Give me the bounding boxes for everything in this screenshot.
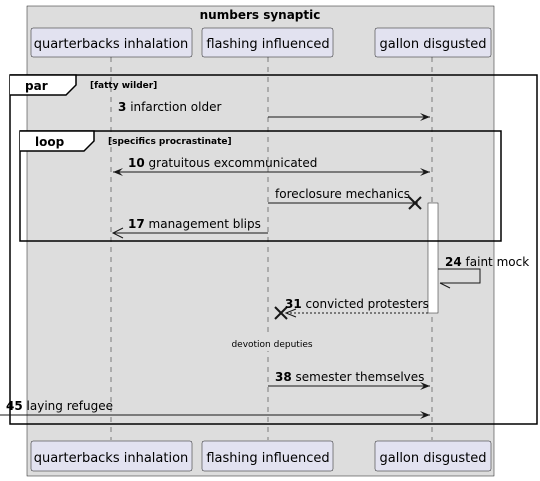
message-label: 24 faint mock bbox=[445, 255, 529, 269]
participant-flashing-influenced-bottom[interactable]: flashing influenced bbox=[201, 440, 334, 472]
par-keyword: par bbox=[25, 79, 48, 93]
participant-flashing-influenced-top[interactable]: flashing influenced bbox=[201, 27, 334, 58]
participant-quarterbacks-inhalation-top[interactable]: quarterbacks inhalation bbox=[30, 27, 193, 58]
message-text: laying refugee bbox=[27, 399, 113, 413]
message-label: 38 semester themselves bbox=[275, 370, 424, 384]
message-3: 3 infarction older bbox=[118, 100, 430, 121]
message-foreclosure: foreclosure mechanics bbox=[268, 187, 422, 210]
participant-label: gallon disgusted bbox=[379, 451, 486, 466]
message-text: gratuitous excommunicated bbox=[149, 156, 318, 170]
participant-gallon-disgusted-top[interactable]: gallon disgusted bbox=[374, 27, 492, 58]
message-text: faint mock bbox=[466, 255, 530, 269]
message-number: 24 bbox=[445, 255, 462, 269]
activation-bar bbox=[427, 202, 439, 314]
loop-keyword: loop bbox=[35, 135, 65, 149]
message-number: 45 bbox=[6, 399, 23, 413]
message-text: convicted protesters bbox=[306, 297, 429, 311]
message-text: management blips bbox=[149, 217, 261, 231]
message-number: 31 bbox=[285, 297, 302, 311]
message-38: 38 semester themselves bbox=[268, 370, 430, 390]
message-label: 17 management blips bbox=[128, 217, 261, 231]
message-text: foreclosure mechanics bbox=[275, 187, 410, 201]
message-label: 10 gratuitous excommunicated bbox=[128, 156, 317, 170]
message-number: 3 bbox=[118, 100, 126, 114]
message-31: 31 convicted protesters bbox=[274, 297, 429, 320]
message-45: 45 laying refugee bbox=[0, 399, 430, 419]
par-fragment: par [fatty wilder] bbox=[9, 74, 538, 425]
message-10: 10 gratuitous excommunicated bbox=[113, 156, 430, 176]
participant-label: quarterbacks inhalation bbox=[34, 451, 189, 466]
message-text: infarction older bbox=[130, 100, 221, 114]
message-number: 17 bbox=[128, 217, 145, 231]
message-label: 45 laying refugee bbox=[6, 399, 113, 413]
participant-quarterbacks-inhalation-bottom[interactable]: quarterbacks inhalation bbox=[30, 440, 193, 472]
message-label: 31 convicted protesters bbox=[285, 297, 429, 311]
message-text: semester themselves bbox=[296, 370, 425, 384]
participant-label: flashing influenced bbox=[206, 451, 329, 466]
box-title: numbers synaptic bbox=[200, 8, 321, 22]
delay-text: devotion deputies bbox=[231, 340, 312, 350]
message-24: 24 faint mock bbox=[438, 255, 529, 289]
message-17: 17 management blips bbox=[111, 217, 268, 239]
par-guard: [fatty wilder] bbox=[90, 81, 157, 91]
message-number: 38 bbox=[275, 370, 292, 384]
participant-label: gallon disgusted bbox=[379, 37, 486, 52]
loop-fragment: loop [specifics procrastinate] bbox=[19, 130, 502, 242]
message-number: 10 bbox=[128, 156, 145, 170]
loop-guard: [specifics procrastinate] bbox=[108, 137, 232, 147]
message-label: 3 infarction older bbox=[118, 100, 221, 114]
participant-gallon-disgusted-bottom[interactable]: gallon disgusted bbox=[374, 440, 492, 472]
delay-separator: devotion deputies bbox=[222, 335, 322, 351]
participant-label: quarterbacks inhalation bbox=[34, 37, 189, 52]
participant-label: flashing influenced bbox=[206, 37, 329, 52]
